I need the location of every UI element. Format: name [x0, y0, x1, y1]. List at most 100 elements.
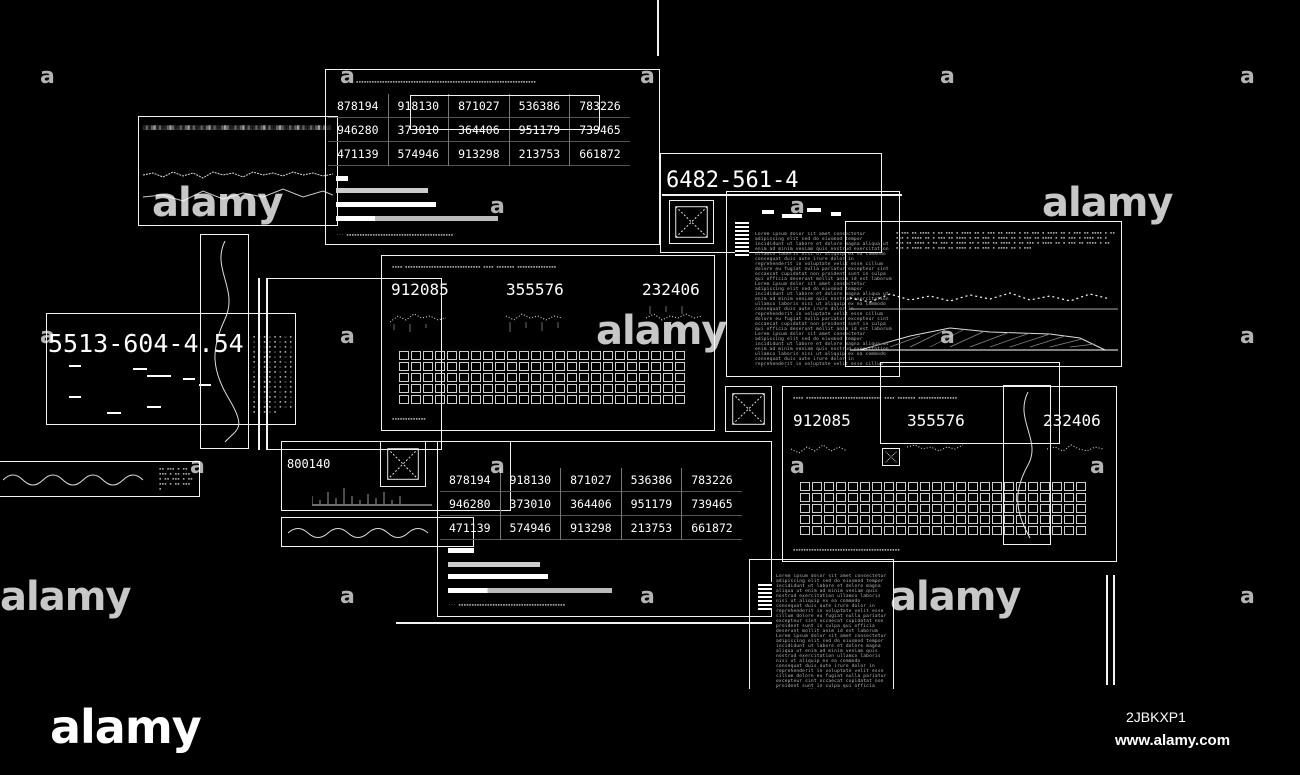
grid-cell — [399, 362, 409, 371]
table-cell: 373010 — [499, 491, 561, 516]
grid-cell — [872, 526, 882, 535]
grid-cell — [603, 373, 613, 382]
grid-cell — [956, 526, 966, 535]
grid-cell — [423, 362, 433, 371]
grid-cell — [908, 482, 918, 491]
table-cell: 946280 — [449, 496, 491, 511]
grid-cell — [824, 504, 834, 513]
table-cell: 871027 — [560, 468, 622, 492]
grid-cell — [860, 504, 870, 513]
watermark-glyph: a — [1240, 324, 1255, 349]
grid-cell — [435, 351, 445, 360]
vertical-line — [258, 278, 260, 450]
code-readout-left: 5513-604-4.54 — [48, 329, 244, 358]
progress-bar — [69, 396, 81, 398]
grid-cell — [908, 526, 918, 535]
waveform-strip-left: ▪▪ ▪▪▪ ▪ ▪▪ ▪▪▪ ▪ ▪▪ ▪▪▪ ▪ ▪▪ ▪▪▪ ▪ ▪▪ ▪… — [0, 461, 200, 497]
panel-footer-text: ··· ▪▪▪▪▪▪▪▪▪▪▪▪▪▪▪▪▪▪▪▪▪▪▪▪▪▪▪▪▪▪▪▪▪▪▪▪… — [336, 232, 454, 237]
grid-cell — [627, 373, 637, 382]
grid-cell — [399, 384, 409, 393]
watermark-text: alamy — [50, 700, 202, 754]
grid-cell — [1052, 515, 1062, 524]
grid-cell — [459, 351, 469, 360]
grid-cell — [519, 384, 529, 393]
grid-cell — [531, 395, 541, 404]
grid-cell — [920, 482, 930, 491]
progress-bar — [448, 548, 474, 553]
grid-cell — [639, 395, 649, 404]
metric-value: 232406 — [1043, 411, 1101, 430]
table-cell: 536386 — [508, 94, 570, 118]
watermark-text: alamy — [596, 308, 727, 354]
grid-cell — [483, 395, 493, 404]
overlay-rect — [880, 362, 1060, 444]
vertical-line — [1113, 575, 1115, 685]
grid-cell — [495, 362, 505, 371]
grid-cell — [920, 493, 930, 502]
grid-cell — [603, 351, 613, 360]
noise-text-block: ▪ ▫ ▪ ▫ ▪ ▪ ▫ ▪ ▫ ▪ ▪ ▫ ▪ ▫ ▪ ▪ ▫ ▪ ▫ ▪ … — [253, 334, 293, 414]
grid-cell — [1040, 493, 1050, 502]
progress-bar — [336, 216, 498, 221]
grid-cell — [812, 504, 822, 513]
close-box-icon — [380, 441, 426, 487]
grid-cell — [896, 515, 906, 524]
watermark-glyph: a — [940, 64, 955, 89]
grid-cell — [567, 351, 577, 360]
grid-cell — [1052, 493, 1062, 502]
table-cell: 913298 — [448, 141, 510, 166]
grid-cell — [800, 526, 810, 535]
close-box-icon — [669, 200, 714, 244]
grid-cell — [1040, 526, 1050, 535]
grid-cell — [884, 493, 894, 502]
grid-cell — [459, 384, 469, 393]
grid-cell — [944, 493, 954, 502]
grid-cell — [519, 373, 529, 382]
grid-cell — [920, 526, 930, 535]
noise-text-block: ░▒░▒▓░▒░░▒▓▒░░▒░▒▓░▒░░▒░▒▓░▒░░▒▓▒░░▒░▒▓░… — [143, 125, 331, 130]
grid-cell — [800, 504, 810, 513]
grid-cell — [399, 373, 409, 382]
grid-cell — [980, 493, 990, 502]
grid-cell — [615, 362, 625, 371]
grid-cell — [639, 351, 649, 360]
grid-cell — [860, 526, 870, 535]
watermark-glyph: a — [340, 64, 355, 89]
grid-cell — [980, 515, 990, 524]
grid-cell — [471, 362, 481, 371]
grid-cell — [411, 351, 421, 360]
grid-cell — [579, 373, 589, 382]
grid-cell — [531, 384, 541, 393]
noise-text-block: Lorem ipsum dolor sit amet consectetur a… — [776, 574, 887, 689]
grid-cell — [836, 493, 846, 502]
grid-cell — [447, 362, 457, 371]
table-cell: 918130 — [499, 468, 561, 492]
grid-cell — [1016, 482, 1026, 491]
grid-cell — [812, 515, 822, 524]
grid-cell — [980, 504, 990, 513]
progress-bar — [133, 368, 147, 370]
grid-cell — [848, 482, 858, 491]
table-cell: 878194 — [449, 472, 491, 487]
progress-bar — [448, 562, 540, 567]
grid-cell — [483, 351, 493, 360]
grid-cell — [663, 395, 673, 404]
grid-cell — [555, 373, 565, 382]
watermark-glyph: a — [490, 454, 505, 479]
grid-cell — [1052, 504, 1062, 513]
grid-cell — [1040, 515, 1050, 524]
grid-cell — [800, 482, 810, 491]
progress-bar — [107, 412, 121, 414]
grid-cell — [812, 482, 822, 491]
grid-cell — [896, 493, 906, 502]
grid-cell — [507, 384, 517, 393]
grid-cell — [639, 384, 649, 393]
grid-cell — [627, 351, 637, 360]
metric-value: 232406 — [642, 280, 700, 299]
grid-cell — [1016, 504, 1026, 513]
progress-bar — [147, 406, 161, 408]
grid-cell — [1028, 493, 1038, 502]
grid-cell — [495, 351, 505, 360]
table-cell: 213753 — [508, 141, 570, 166]
progress-bar — [448, 574, 548, 579]
